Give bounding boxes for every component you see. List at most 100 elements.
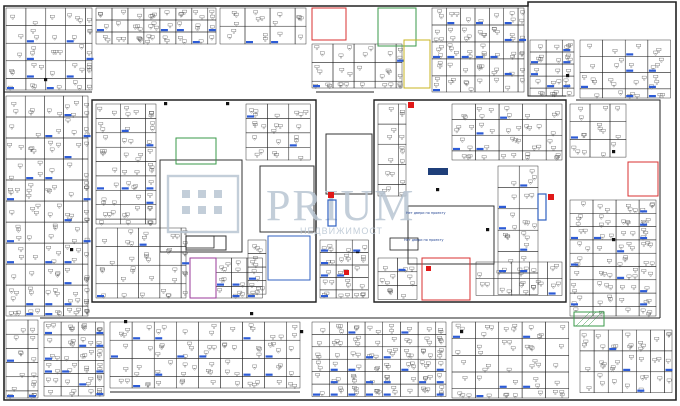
- chair: [241, 295, 244, 298]
- room-cell: [24, 284, 45, 307]
- desk: [508, 259, 514, 262]
- chair: [470, 90, 473, 93]
- chair: [528, 128, 531, 131]
- chair: [520, 21, 523, 24]
- desk: [86, 382, 91, 385]
- chair: [155, 28, 158, 31]
- desk: [524, 243, 529, 246]
- chair: [440, 48, 443, 51]
- chair: [126, 243, 129, 246]
- room-cell: [374, 43, 397, 63]
- room-cell: [351, 289, 369, 299]
- room-tag: [500, 116, 508, 119]
- desk-clusters: [7, 9, 672, 399]
- desk: [653, 75, 659, 78]
- chair: [150, 171, 153, 174]
- desk: [641, 228, 647, 231]
- desk: [360, 82, 365, 86]
- desk: [338, 271, 343, 274]
- desk: [87, 29, 93, 32]
- chair: [584, 342, 587, 345]
- chair: [517, 128, 520, 131]
- chair: [150, 279, 153, 281]
- chair: [327, 263, 330, 265]
- room-tag: [476, 132, 484, 135]
- room-cell: [5, 116, 26, 139]
- chair: [478, 378, 481, 381]
- desk: [501, 154, 506, 157]
- desk: [317, 366, 323, 370]
- chair: [299, 158, 302, 161]
- desk: [436, 47, 441, 51]
- desk: [72, 239, 77, 243]
- chair: [508, 370, 511, 373]
- column: [124, 320, 128, 324]
- desk: [510, 17, 516, 21]
- desk: [410, 281, 415, 285]
- room-cell: [207, 31, 217, 45]
- desk: [608, 297, 613, 301]
- chair: [626, 223, 629, 225]
- room-tag: [246, 41, 253, 44]
- watermark-tagline: НЕДВИЖИМОСТ: [300, 226, 383, 236]
- chair: [511, 14, 514, 17]
- chair: [388, 352, 391, 355]
- chair: [54, 52, 57, 55]
- chair: [624, 260, 627, 263]
- chair: [480, 125, 483, 128]
- chair: [514, 396, 517, 399]
- desk: [641, 269, 647, 272]
- room-tag: [640, 236, 648, 240]
- chair: [295, 141, 298, 144]
- desk: [121, 333, 127, 336]
- chair: [183, 42, 186, 45]
- column: [566, 74, 570, 78]
- desk: [477, 30, 483, 34]
- note-no-door-2: Нет двери по проекту: [404, 238, 443, 242]
- desk: [505, 85, 511, 89]
- chair: [330, 283, 333, 286]
- desk: [84, 103, 89, 106]
- room-cell: [615, 306, 640, 317]
- chair: [85, 188, 88, 191]
- desk: [292, 333, 297, 336]
- room-tag: [7, 240, 14, 243]
- chair: [316, 67, 318, 70]
- desk: [130, 269, 136, 272]
- room-cell: [117, 246, 139, 266]
- chair: [130, 259, 133, 262]
- room-cell: [5, 60, 27, 79]
- chair: [181, 383, 184, 386]
- desk: [400, 110, 405, 113]
- room-cell: [95, 31, 113, 45]
- desk: [181, 372, 186, 375]
- desk: [649, 261, 655, 265]
- room-tag: [97, 187, 104, 190]
- chair: [659, 95, 661, 98]
- chair: [212, 383, 215, 385]
- chair: [13, 389, 16, 392]
- desk: [76, 143, 82, 146]
- desk: [489, 325, 494, 329]
- chair: [449, 46, 451, 49]
- chair: [65, 359, 68, 362]
- chair: [600, 313, 603, 316]
- column: [250, 312, 254, 316]
- desk: [477, 272, 482, 276]
- room-cell: [82, 95, 89, 118]
- room-cell: [82, 158, 89, 181]
- room-tag: [563, 85, 571, 88]
- desk: [375, 389, 380, 392]
- room-tag: [232, 295, 240, 298]
- desk: [237, 290, 243, 294]
- desk: [69, 213, 74, 217]
- chair: [511, 139, 514, 142]
- desk: [87, 68, 92, 72]
- desk: [339, 329, 344, 333]
- room-tag: [45, 331, 52, 335]
- room-cell: [589, 103, 611, 122]
- room-cell: [377, 123, 399, 145]
- room-cell: [382, 334, 401, 348]
- room-cell: [44, 95, 64, 118]
- chair: [254, 266, 257, 269]
